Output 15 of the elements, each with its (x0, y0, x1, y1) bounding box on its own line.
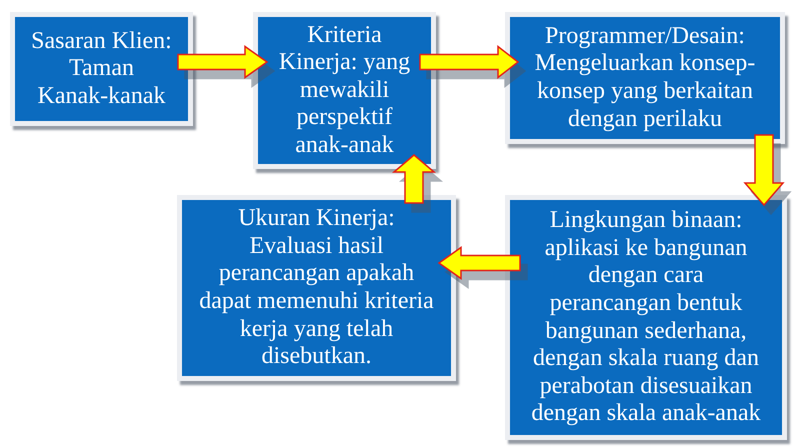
step-text: Lingkungan binaan: aplikasi ke bangunan dengan cara perancangan bentuk bangunan sederhana, dengan skala ruang dan perabotan disesuaikan dengan skala anak-anak (530, 207, 762, 428)
block-arrow (419, 44, 520, 80)
process-box (505, 195, 787, 440)
step-text: Kriteria Kinerja: yang mewakili perspektif anak-anak (278, 22, 412, 160)
block-arrow (177, 45, 268, 79)
process-box (505, 12, 785, 144)
step-text: Sasaran Klien: Taman Kanak-kanak (30, 28, 173, 110)
process-box (253, 12, 436, 169)
process-box (177, 195, 456, 381)
block-arrow (743, 134, 785, 206)
process-box (10, 12, 193, 126)
block-arrow (392, 154, 436, 204)
block-arrow (438, 246, 521, 280)
step-text: Ukuran Kinerja: Evaluasi hasil perancangan apakah dapat memenuhi kriteria kerja yang telah disebutkan. (198, 205, 435, 371)
step-text: Programmer/Desain: Mengeluarkan konsep-konsep yang berkaitan dengan perilaku (534, 22, 756, 134)
